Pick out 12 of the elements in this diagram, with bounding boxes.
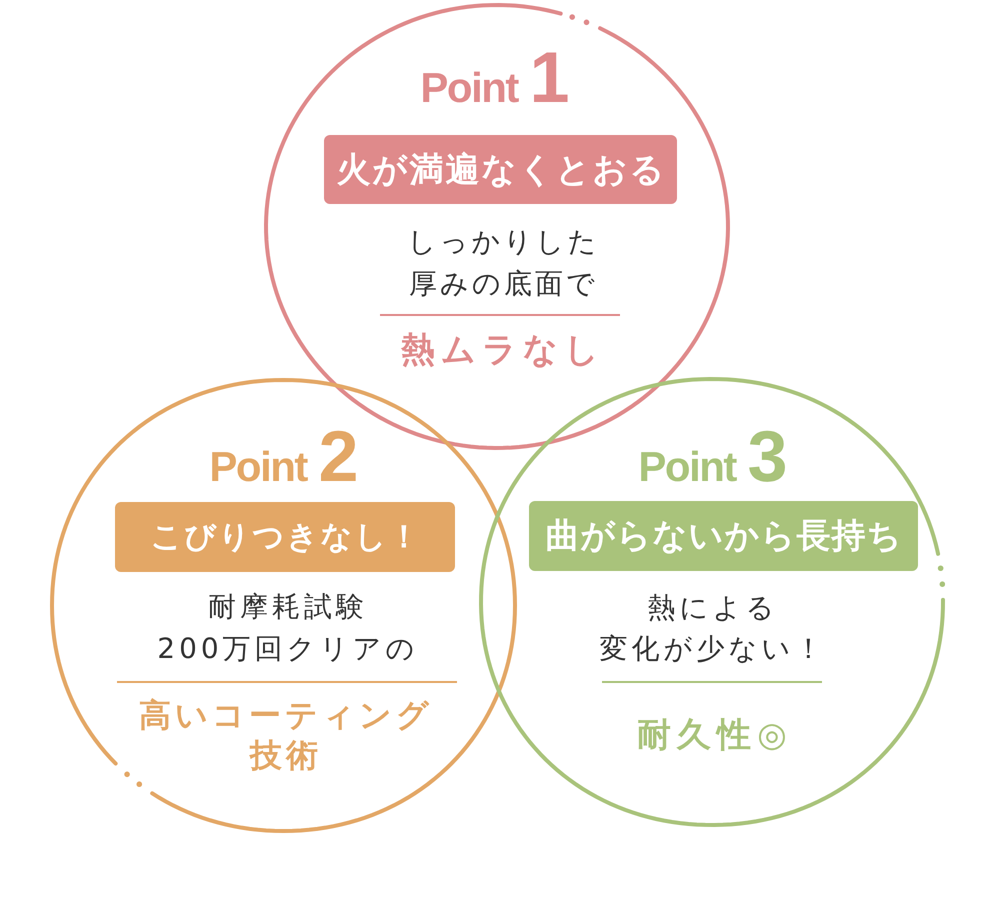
point-heading: Point 1 [420, 50, 570, 108]
highlight-text: 高いコーティング技術 [138, 695, 433, 775]
title-banner: 火が満遍なくとおる [324, 135, 677, 204]
description-text: 熱による変化が少ない！ [598, 590, 826, 667]
title-banner: 曲がらないから長持ち [529, 501, 918, 571]
description-text: しっかりした厚みの底面で [406, 224, 600, 302]
highlight-text: 熱ムラなし [400, 329, 605, 372]
description-text: 耐摩耗試験200万回クリアの [156, 589, 419, 667]
title-banner: こびりつきなし！ [115, 502, 455, 572]
point-heading: Point 2 [209, 429, 359, 487]
highlight-text: 耐久性◎ [636, 714, 793, 757]
point-heading: Point 3 [638, 429, 788, 487]
